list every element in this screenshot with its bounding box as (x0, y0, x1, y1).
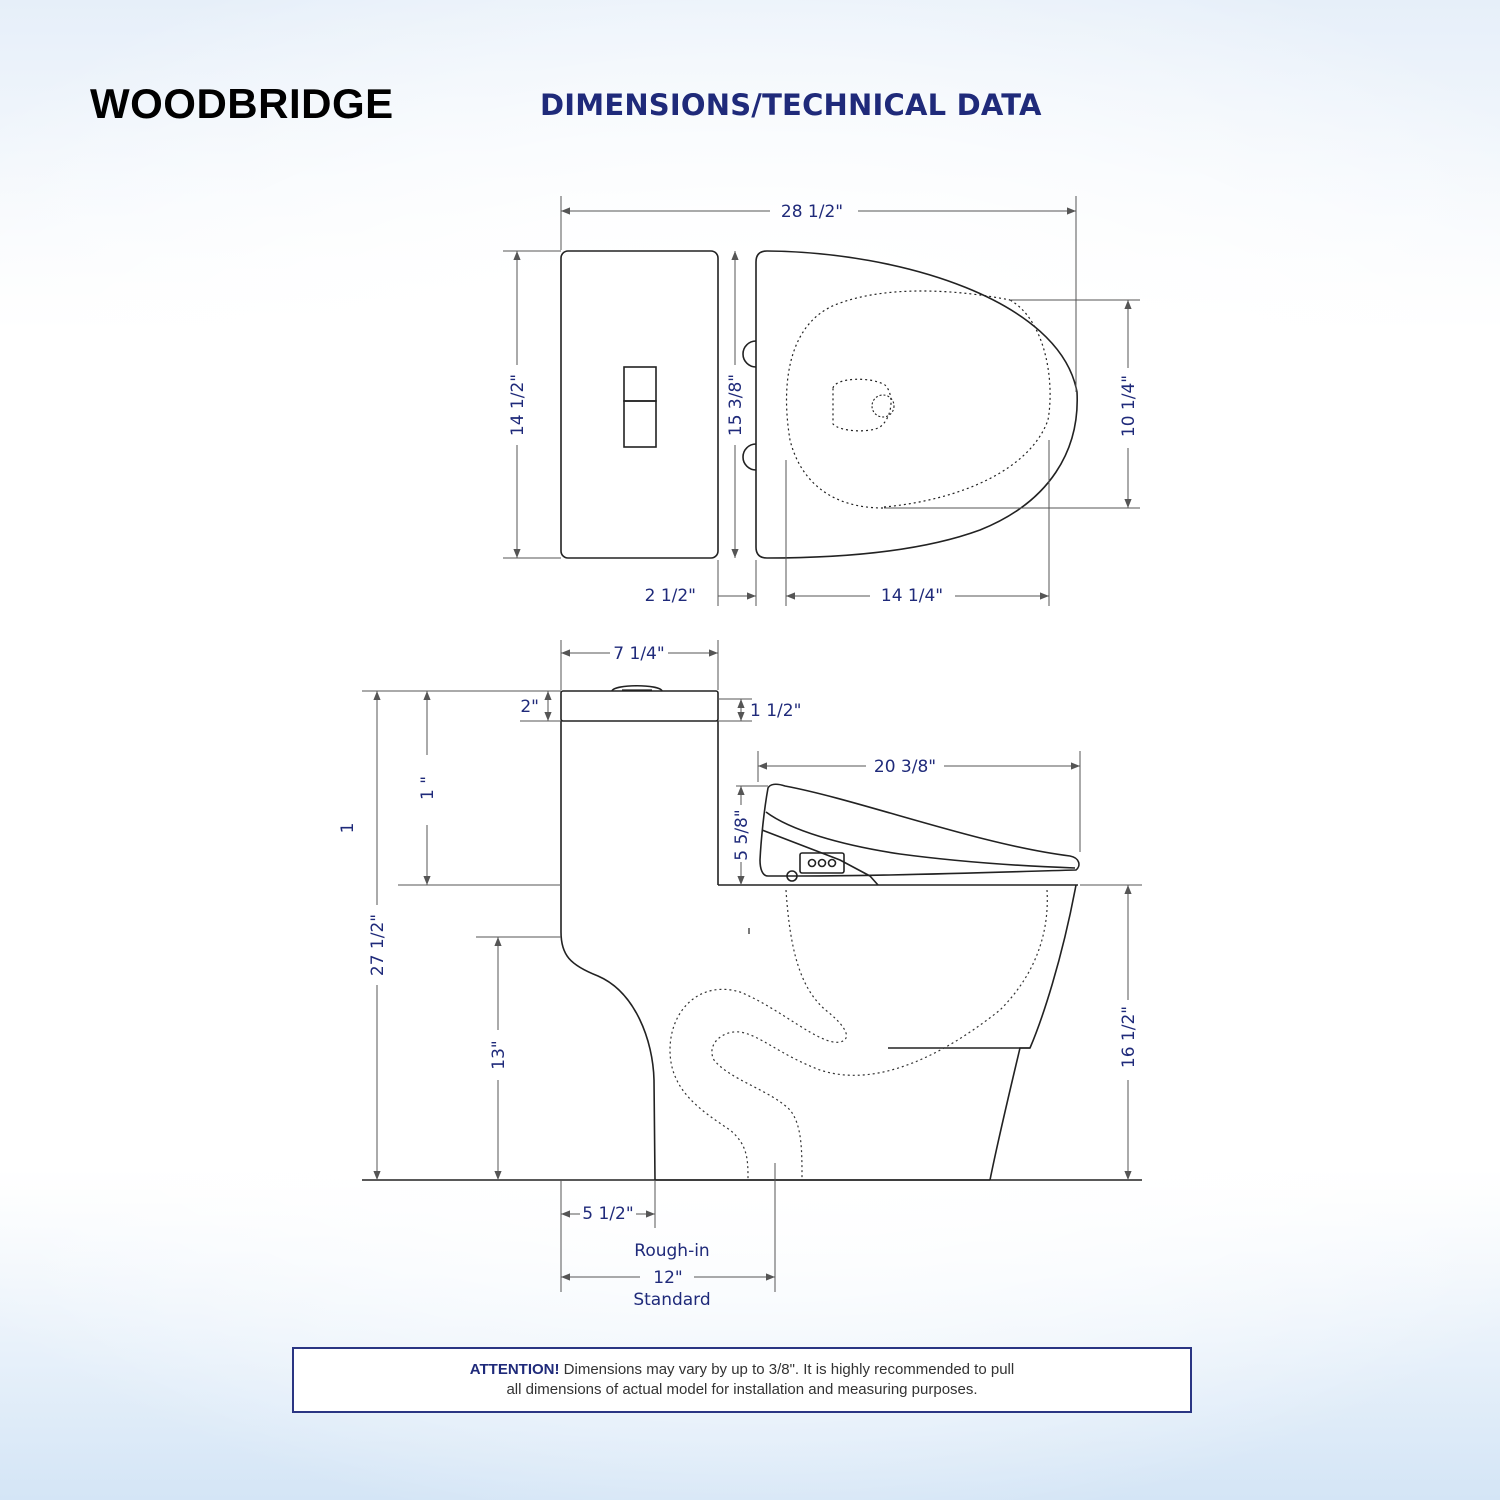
side-view-dimension-lines (362, 640, 1142, 1292)
dim-rough-in-standard: Standard (633, 1290, 710, 1310)
page-title: DIMENSIONS/TECHNICAL DATA (540, 88, 1042, 122)
seat-lid-line (765, 811, 1076, 869)
dim-bowl-length: 14 1/4" (881, 586, 943, 606)
dim-tank-gap: 2 1/2" (645, 586, 696, 606)
side-view (362, 684, 1142, 1181)
flush-button-upper (623, 366, 657, 402)
dim-overall-length: 28 1/2" (781, 202, 843, 222)
drain-circle-dotted (871, 394, 895, 418)
tank-top-outline (560, 250, 719, 559)
dim-seat-height: 5 5/8" (732, 809, 752, 860)
attention-text-line1: Dimensions may vary by up to 3/8". It is… (559, 1361, 1015, 1378)
attention-lead: ATTENTION! (469, 1361, 560, 1378)
dim-lid-height: 2" (520, 697, 539, 717)
control-button-1 (807, 858, 817, 868)
attention-text-line2: all dimensions of actual model for insta… (506, 1381, 978, 1398)
brand-logo: WOODBRIDGE (90, 80, 394, 127)
dim-overall-height: 27 1/2" (368, 914, 388, 976)
dim-seat-width: 15 3/8" (726, 374, 746, 436)
dim-left-marker: 1 (338, 823, 358, 834)
trapway-dotted (669, 889, 1048, 1181)
bowl-inner-dotted (883, 299, 1051, 508)
drain-hole-dotted (832, 378, 892, 432)
attention-notice: ATTENTION! Dimensions may vary by up to … (292, 1347, 1192, 1413)
electronic-seat-outline (759, 783, 1080, 877)
power-indicator (786, 870, 798, 882)
dim-tank-above-seat: 1 " (418, 776, 438, 800)
bowl-front-outline (989, 884, 1077, 1181)
control-button-2 (817, 858, 827, 868)
top-view-dimension-lines (503, 196, 1140, 606)
hinge-bump-lower (742, 443, 757, 471)
control-panel (799, 852, 845, 874)
top-view (560, 250, 1078, 559)
dim-tank-width: 7 1/4" (613, 644, 664, 664)
seat-top-outline (755, 250, 1078, 559)
dim-seat-length: 20 3/8" (874, 757, 936, 777)
control-button-3 (827, 858, 837, 868)
dim-outlet-height: 13" (489, 1040, 509, 1069)
hinge-bump-upper (742, 340, 757, 368)
dimension-labels: 28 1/2" 14 1/2" 15 3/8" 10 1/4" 2 1/2" 1… (338, 202, 1139, 1310)
dim-tank-depth: 14 1/2" (508, 374, 528, 436)
dim-rough-in-value: 12" (653, 1268, 682, 1288)
dim-rough-in-label: Rough-in (634, 1241, 709, 1261)
flush-button-lower (623, 400, 657, 448)
tank-lid-outline (560, 690, 719, 722)
dim-lid-step: 1 1/2" (750, 701, 801, 721)
dim-base-offset: 5 1/2" (582, 1204, 633, 1224)
dim-bowl-height: 16 1/2" (1119, 1006, 1139, 1068)
dim-bowl-opening-width: 10 1/4" (1119, 375, 1139, 437)
tank-body-outline (560, 721, 656, 1181)
seat-side-panel (761, 829, 871, 877)
bowl-rim-dotted (785, 290, 1011, 509)
seat-base-front (869, 875, 879, 886)
flush-knob (611, 684, 663, 692)
